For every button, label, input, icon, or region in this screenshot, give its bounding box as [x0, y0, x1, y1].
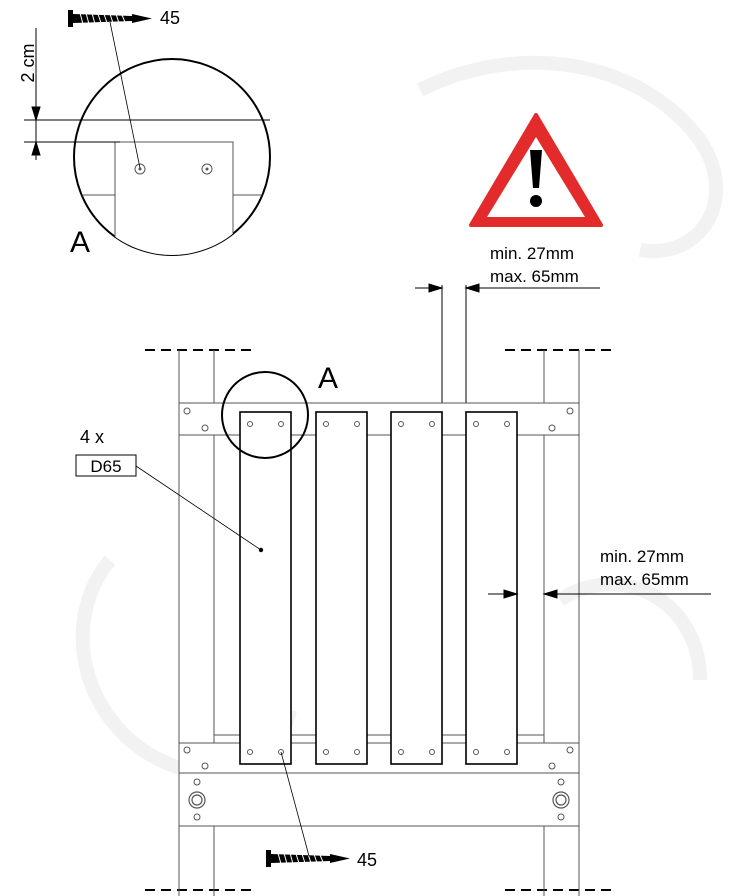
top-spacing-max: max. 65mm — [490, 267, 579, 286]
top-spacing-dimension — [415, 283, 600, 410]
bottom-screw-icon — [266, 850, 350, 867]
top-spacing-min: min. 27mm — [490, 244, 574, 263]
screw-icon — [68, 10, 152, 27]
detail-view-a: 2 cm 45 A — [18, 8, 271, 259]
slat-4 — [465, 411, 518, 765]
side-spacing-max: max. 65mm — [600, 570, 689, 589]
part-leader — [135, 465, 262, 551]
slat-1 — [239, 411, 292, 765]
side-spacing-min: min. 27mm — [600, 547, 684, 566]
detail-screw-length: 45 — [160, 8, 180, 28]
part-count: 4 x — [80, 427, 104, 447]
part-code: D65 — [90, 457, 121, 476]
detail-a-callout-label: A — [318, 362, 338, 395]
warning-triangle-icon — [469, 113, 603, 227]
bench-frame — [145, 349, 612, 896]
dimension-label: 2 cm — [18, 43, 38, 82]
detail-screw-holes — [134, 163, 213, 175]
slat-2 — [315, 411, 368, 765]
slat-screws — [247, 421, 510, 755]
bolt-holes — [188, 791, 570, 809]
screw-leader — [109, 21, 141, 169]
seat-slats — [239, 411, 518, 765]
detail-letter: A — [70, 226, 90, 259]
bottom-screw-length: 45 — [357, 850, 377, 870]
detail-dimension — [24, 28, 270, 160]
detail-slat — [114, 141, 234, 255]
side-spacing-dimension — [488, 589, 711, 599]
bottom-screw-leader — [280, 751, 310, 857]
part-code-box — [75, 454, 137, 477]
detail-a-callout-circle — [221, 371, 309, 459]
part-leader-dot — [258, 547, 264, 553]
slat-3 — [390, 411, 443, 765]
frame-screws — [183, 407, 574, 821]
